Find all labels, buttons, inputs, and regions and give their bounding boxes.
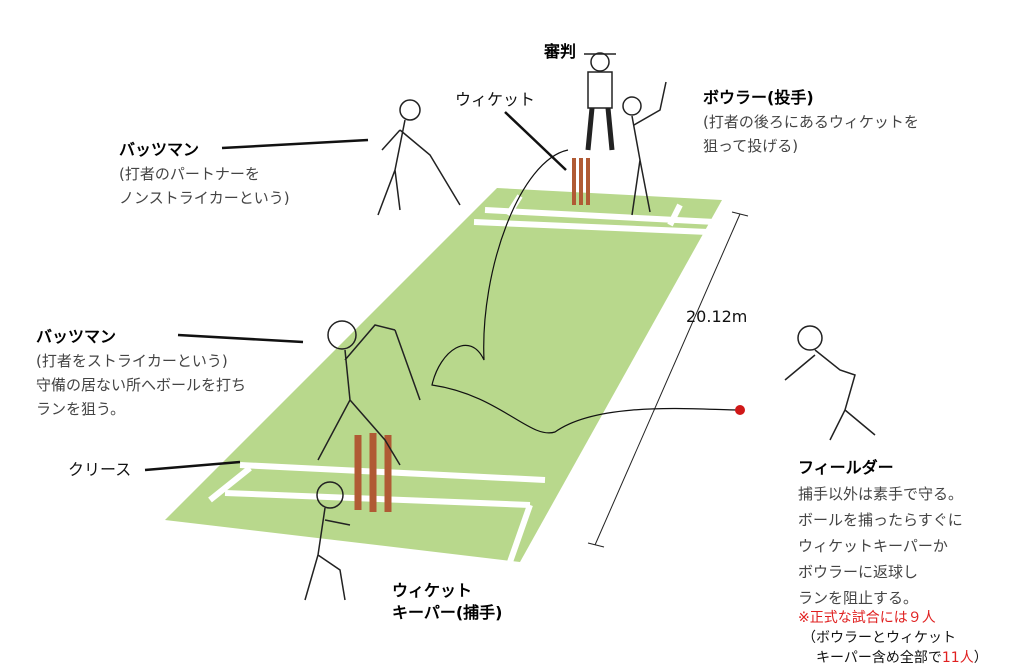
bowler-figure (622, 81, 667, 216)
fielder-desc-4: ボウラーに返球し (798, 563, 919, 581)
wicket-label: ウィケット (455, 90, 536, 109)
keeper-label: ウィケット キーパー(捕手) (392, 580, 502, 624)
striker-desc-2: 守備の居ない所へボールを打ち (36, 376, 247, 394)
fielder-figure (784, 325, 876, 441)
pitch-field (165, 188, 722, 562)
note-player-count: 11人 (941, 650, 974, 666)
bowler-desc-1: (打者の後ろにあるウィケットを (703, 113, 919, 131)
non-striker-desc-1: (打者のパートナーを (119, 165, 260, 183)
striker-desc-1: (打者をストライカーという) (36, 352, 228, 370)
ball (735, 405, 745, 415)
striker-figure (317, 320, 421, 466)
umpire-label: 審判 (544, 42, 577, 61)
non-striker-label: バッツマン (打者のパートナーを ノンストライカーという) (119, 138, 290, 210)
crease-label: クリース (68, 460, 132, 479)
bowler-label: ボウラー(投手) (打者の後ろにあるウィケットを 狙って投げる) (703, 86, 919, 158)
fielder-title: フィールダー (798, 458, 894, 477)
measure-line (587, 211, 749, 548)
keeper-title-1: ウィケット (392, 581, 473, 600)
fielder-desc-5: ランを阻止する。 (798, 589, 919, 607)
non-striker-desc-2: ノンストライカーという) (119, 189, 290, 207)
bowler-title: ボウラー(投手) (703, 88, 814, 107)
note-line-1: ※正式な試合には９人 (798, 610, 936, 626)
note-line-3: キーパー含め全部で11人） (798, 648, 988, 668)
non-striker-figure (377, 99, 461, 216)
fielder-label: フィールダー 捕手以外は素手で守る。 ボールを捕ったらすぐに ウィケットキーパー… (798, 455, 963, 611)
fielder-desc-1: 捕手以外は素手で守る。 (798, 485, 964, 503)
near-stumps (354, 433, 392, 512)
striker-title: バッツマン (36, 327, 117, 346)
pitch-length-label: 20.12m (686, 307, 748, 326)
note-line-3-prefix: キーパー含め全部で (816, 650, 942, 666)
ball-trajectory (431, 149, 741, 434)
players-note: ※正式な試合には９人 （ボウラーとウィケット キーパー含め全部で11人） (798, 608, 988, 668)
umpire-figure (584, 52, 616, 151)
note-line-3-suffix: ） (973, 650, 988, 666)
leader-lines (144, 111, 567, 472)
keeper-title-2: キーパー(捕手) (392, 603, 503, 622)
keeper-figure (304, 481, 351, 601)
bowler-desc-2: 狙って投げる) (703, 137, 799, 155)
crease-lines (208, 194, 716, 563)
fielder-desc-2: ボールを捕ったらすぐに (798, 511, 963, 529)
fielder-desc-3: ウィケットキーパーか (798, 537, 948, 555)
non-striker-title: バッツマン (119, 140, 200, 159)
striker-desc-3: ランを狙う。 (36, 400, 126, 418)
striker-label: バッツマン (打者をストライカーという) 守備の居ない所へボールを打ち ランを狙… (36, 325, 246, 421)
far-stumps (572, 158, 590, 205)
note-line-2: （ボウラーとウィケット (802, 630, 956, 646)
